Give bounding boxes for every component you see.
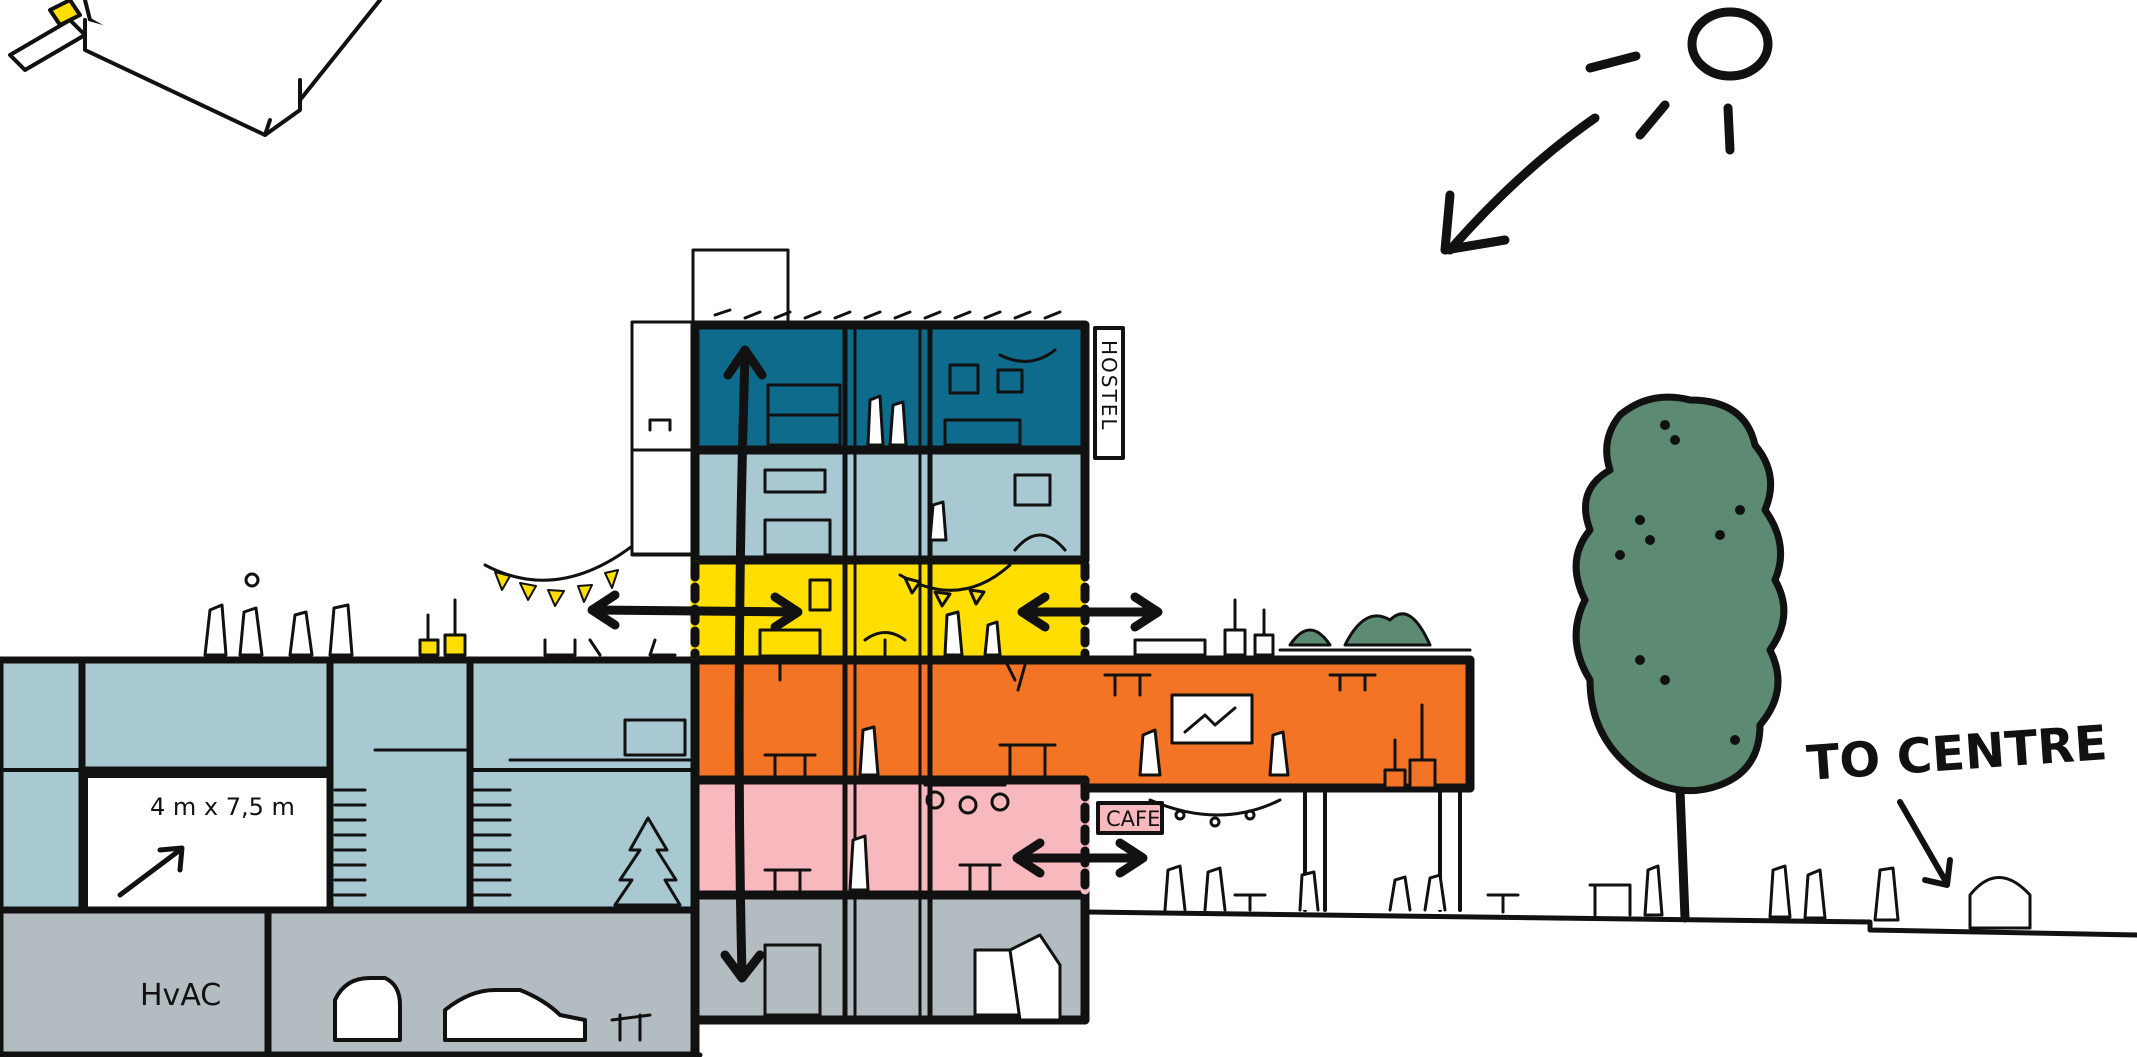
hostel-sign-label: HOSTEL (1097, 340, 1121, 431)
office-floor (695, 660, 1470, 788)
room-size-label: 4 m x 7,5 m (150, 793, 295, 821)
top-left-building-fragment (10, 0, 380, 135)
left-basement (0, 910, 695, 1055)
left-side-building (0, 660, 695, 910)
side-tower (632, 322, 692, 555)
cafe-terrace (1150, 788, 1460, 910)
cafe-floor (695, 780, 1085, 895)
tree-icon (1576, 397, 1784, 918)
roof-garden (1135, 600, 1470, 655)
hostel-sign: HOSTEL (1095, 328, 1123, 458)
main-building-section (693, 250, 1470, 1055)
sun-icon (1590, 12, 1768, 150)
cafe-sign: CAFE (1098, 803, 1162, 833)
to-centre-label: TO CENTRE (1805, 715, 2109, 792)
rooftop-people-icon (205, 574, 352, 655)
hvac-label: HvAC (140, 978, 221, 1013)
sun-direction-arrow-icon (1445, 118, 1595, 250)
plant-icon (420, 600, 465, 655)
to-centre-arrow-icon (1900, 802, 1950, 885)
cafe-sign-label: CAFE (1106, 807, 1160, 831)
